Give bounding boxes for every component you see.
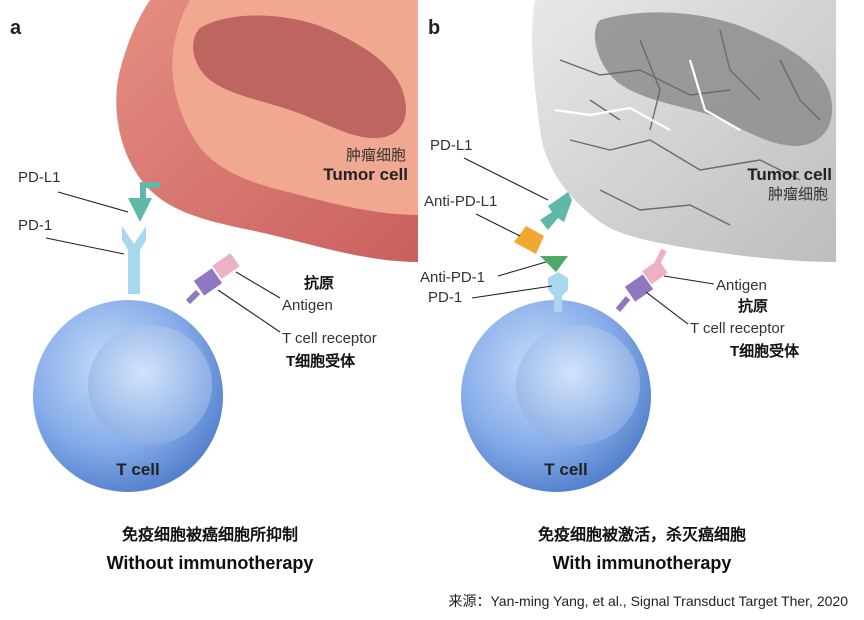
- t-cell-a: [33, 300, 223, 492]
- t-cell-a-label: T cell: [116, 460, 159, 479]
- pdl1-b-leader: [463, 157, 549, 201]
- pdl1-a: [128, 182, 160, 222]
- t-cell-b-label: T cell: [544, 460, 587, 479]
- anti-pd1-b-label: Anti-PD-1: [420, 269, 485, 286]
- anti-pdl1-b-leader: [475, 213, 521, 237]
- tumor-cell-b: [532, 0, 836, 262]
- tumor-cell-b-fissures: [554, 59, 741, 131]
- tumor-b-label-en: Tumor cell: [747, 165, 832, 184]
- tcr-b-stalk: [615, 296, 631, 312]
- tumor-a-label-en: Tumor cell: [323, 165, 408, 184]
- pdl1-b-label: PD-L1: [430, 137, 473, 154]
- caption-b-en: With immunotherapy: [553, 553, 732, 573]
- antigen-tcr-complex-b: [615, 248, 668, 312]
- antigen-tcr-complex-a: [185, 253, 240, 305]
- pdl1-a-leader: [57, 191, 129, 213]
- pd1-antibody-complex-b: [540, 256, 568, 312]
- pd1-pdl1-complex-a: [122, 182, 160, 294]
- pd1-a-leader: [45, 237, 125, 255]
- pd1-b-label: PD-1: [428, 289, 462, 306]
- tumor-b-label-zh: 肿瘤细胞: [768, 186, 828, 203]
- tcr-a-label-zh: T细胞受体: [286, 352, 356, 370]
- antigen-a-leader: [235, 271, 281, 299]
- pdl1-a-label: PD-L1: [18, 169, 61, 186]
- tcr-b-leader: [645, 291, 689, 325]
- anti-pdl1-b: [514, 226, 544, 254]
- anti-pd1-b: [540, 256, 568, 272]
- t-cell-a-nucleus: [88, 325, 212, 445]
- t-cell-b-nucleus: [516, 325, 640, 445]
- tcr-a: [193, 268, 223, 296]
- antigen-a: [212, 253, 240, 279]
- panel-b-letter: b: [428, 17, 440, 39]
- antigen-b: [642, 259, 668, 285]
- tumor-cell-a-nucleus: [193, 15, 406, 139]
- antigen-b-label-en: Antigen: [716, 277, 767, 294]
- antigen-b-label-zh: 抗原: [738, 297, 768, 315]
- pd1-b-leader: [471, 285, 553, 299]
- pd1-b: [548, 272, 568, 312]
- tcr-a-stalk: [185, 289, 201, 305]
- pd1-a: [122, 226, 146, 294]
- tcr-a-label-en: T cell receptor: [282, 330, 377, 347]
- source-citation: 来源：Yan-ming Yang, et al., Signal Transdu…: [449, 593, 849, 609]
- antigen-a-label-en: Antigen: [282, 297, 333, 314]
- anti-pdl1-b-label: Anti-PD-L1: [424, 193, 497, 210]
- caption-a-zh: 免疫细胞被癌细胞所抑制: [122, 525, 298, 544]
- t-cell-b: [461, 300, 651, 492]
- panel-a-letter: a: [10, 17, 22, 39]
- pdl1-b: [540, 192, 572, 230]
- tumor-cell-a: [116, 0, 418, 262]
- antigen-b-leader: [663, 275, 715, 285]
- panel-b: b Tumor cell 肿瘤细胞 T: [420, 0, 836, 573]
- tumor-cell-b-nucleus: [594, 12, 833, 146]
- tcr-b-label-zh: T细胞受体: [730, 342, 800, 360]
- panel-a: a 肿瘤细胞 Tumor cell T cell PD-L1 PD-1: [10, 0, 418, 573]
- tumor-a-label-zh: 肿瘤细胞: [346, 147, 406, 164]
- tcr-a-leader: [217, 289, 281, 333]
- tcr-b-label-en: T cell receptor: [690, 320, 785, 337]
- tumor-cell-b-cracks: [559, 29, 821, 226]
- caption-b-zh: 免疫细胞被激活，杀灭癌细胞: [538, 525, 746, 544]
- antigen-a-label-zh: 抗原: [304, 274, 334, 292]
- tcr-b: [624, 274, 654, 302]
- caption-a-en: Without immunotherapy: [107, 553, 314, 573]
- anti-pd1-b-leader: [497, 261, 547, 277]
- pd1-a-label: PD-1: [18, 217, 52, 234]
- pdl1-antibody-complex-b: [514, 192, 572, 254]
